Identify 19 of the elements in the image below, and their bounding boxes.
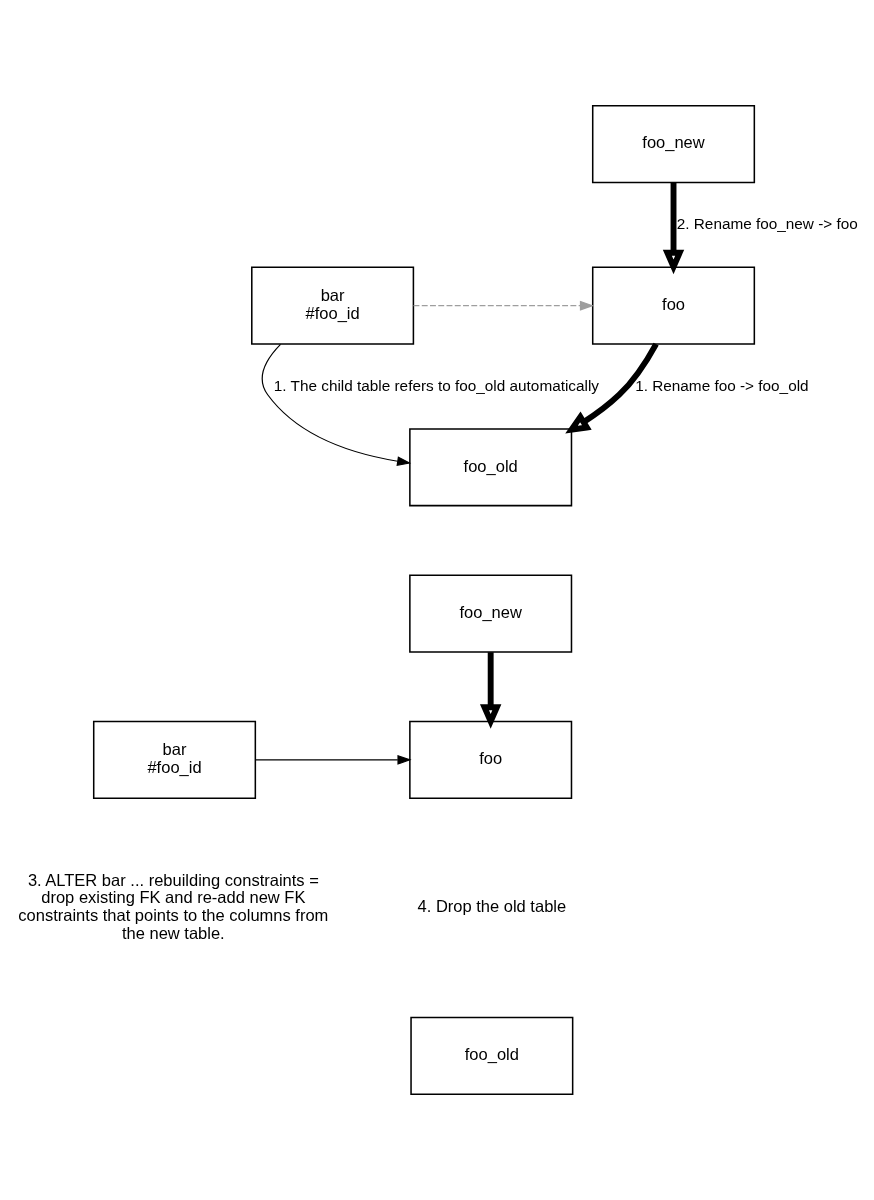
node-box: bar #foo_id [92,720,257,799]
edge-label: 2. Rename foo_new -> foo [676,214,858,232]
node-box: foo [409,720,573,799]
label: 3. ALTER bar ... rebuilding constraints = drop existing FK and re-add new FK constraints that points to the columns from the new table. [18,870,329,942]
node-box: foo_old [409,428,573,507]
arrow [565,342,659,434]
arrow [412,300,595,311]
arrow [479,652,502,729]
node-box: foo [591,266,756,345]
arrow [254,754,412,765]
edge-label: 1. The child table refers to foo_old automatically [273,376,600,394]
arrow [261,343,412,467]
node-box: foo_new [591,104,756,184]
node-box: foo_new [409,574,573,653]
edge-label: 1. Rename foo -> foo_old [635,376,809,394]
node-box: foo_old [410,1016,574,1096]
label: 4. Drop the old table [417,897,567,916]
node-box: bar #foo_id [251,266,415,345]
arrow [662,182,685,275]
